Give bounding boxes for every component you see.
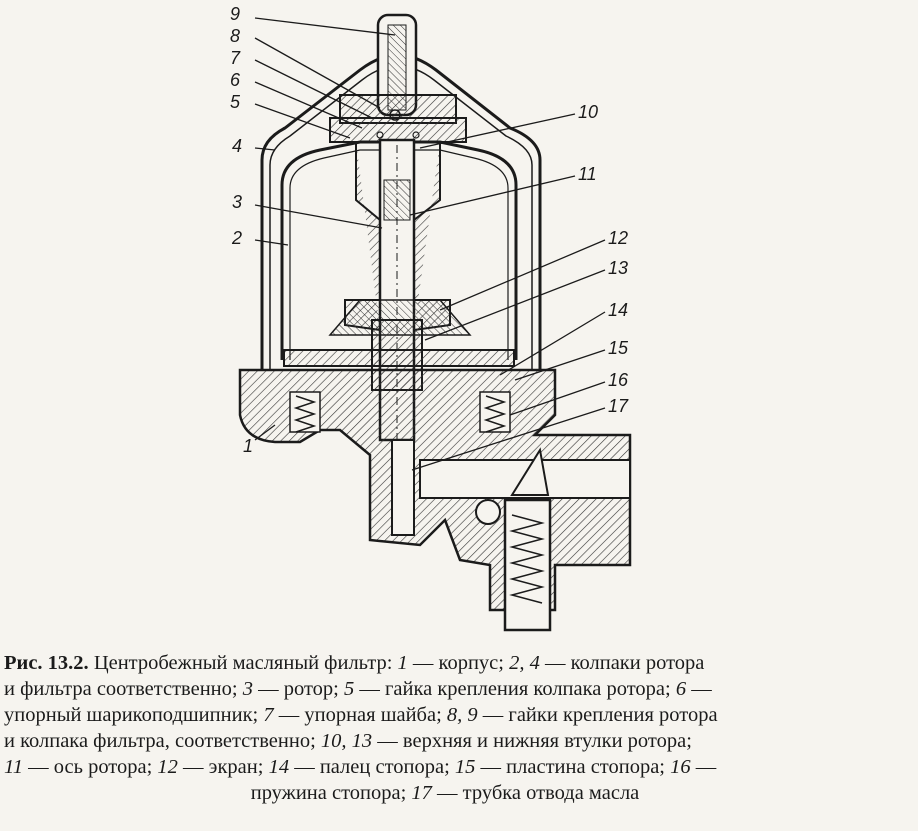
caption-text: — трубка отвода масла xyxy=(431,782,640,804)
caption-text: — xyxy=(686,678,712,700)
filter-assembly xyxy=(238,13,632,632)
caption-text: Центробежный масляный фильтр: xyxy=(88,652,398,674)
label-5: 5 xyxy=(230,92,241,112)
caption-part-number: 5 xyxy=(343,678,355,700)
label-2: 2 xyxy=(231,228,242,248)
caption-part-number: 16 xyxy=(670,756,691,778)
caption-part-number: 11 xyxy=(4,756,23,778)
caption-part-number: 6 xyxy=(675,678,687,700)
caption-text: — пластина стопора; xyxy=(475,756,671,778)
caption-text: и колпака фильтра, соответственно; xyxy=(4,730,321,752)
label-13: 13 xyxy=(608,258,628,278)
technical-drawing: 9 8 7 6 5 4 3 2 1 10 11 12 13 14 15 16 1… xyxy=(230,4,632,632)
caption-part-number: 2, 4 xyxy=(509,652,540,674)
label-4: 4 xyxy=(232,136,242,156)
label-1: 1 xyxy=(243,436,253,456)
caption-part-number: 7 xyxy=(263,704,274,726)
caption-line: и колпака фильтра, соответственно; 10, 1… xyxy=(4,728,886,754)
caption-text: — упорная шайба; xyxy=(273,704,447,726)
caption-prefix: Рис. 13.2. xyxy=(4,652,89,674)
caption-part-number: 17 xyxy=(411,782,432,804)
caption-part-number: 8, 9 xyxy=(446,704,478,726)
caption-line: Рис. 13.2. Центробежный масляный фильтр:… xyxy=(4,650,886,676)
label-14: 14 xyxy=(608,300,628,320)
caption-text: упорный шарикоподшипник; xyxy=(4,704,264,726)
caption-text: — xyxy=(690,756,717,778)
label-11: 11 xyxy=(578,164,597,184)
label-17: 17 xyxy=(608,396,629,416)
screen xyxy=(328,299,472,336)
caption-text: и фильтра соответственно; xyxy=(4,678,243,700)
caption-line: и фильтра соответственно; 3 — ротор; 5 —… xyxy=(4,676,886,702)
caption-text: — ротор; xyxy=(252,678,344,700)
label-7: 7 xyxy=(230,48,241,68)
caption-text: — верхняя и нижняя втулки ротора; xyxy=(372,730,692,752)
caption-part-number: 14 xyxy=(268,756,290,778)
caption-text: — гайки крепления ротора xyxy=(477,704,718,726)
caption-text: — палец стопора; xyxy=(289,756,455,778)
label-10: 10 xyxy=(578,102,598,122)
caption-part-number: 1 xyxy=(397,652,408,674)
caption-line: упорный шарикоподшипник; 7 — упорная шай… xyxy=(4,702,886,728)
leader-lines xyxy=(254,17,606,471)
label-16: 16 xyxy=(608,370,629,390)
caption-part-number: 15 xyxy=(454,756,476,778)
caption-text: — колпаки ротора xyxy=(539,652,705,674)
caption-line: 11 — ось ротора; 12 — экран; 14 — палец … xyxy=(4,754,886,780)
caption-text: — экран; xyxy=(177,756,269,778)
caption-part-number: 3 xyxy=(242,678,253,700)
caption-part-number: 12 xyxy=(157,756,178,778)
part-numbers: 9 8 7 6 5 4 3 2 1 10 11 12 13 14 15 16 1… xyxy=(230,4,629,456)
caption-text: — ось ротора; xyxy=(22,756,158,778)
caption-line: пружина стопора; 17 — трубка отвода масл… xyxy=(4,780,886,806)
caption-text: пружина стопора; xyxy=(250,782,412,804)
label-6: 6 xyxy=(230,70,241,90)
caption-text: — корпус; xyxy=(407,652,510,674)
label-12: 12 xyxy=(608,228,628,248)
caption-text: — гайка крепления колпака ротора; xyxy=(354,678,676,700)
label-15: 15 xyxy=(608,338,629,358)
figure-caption: Рис. 13.2. Центробежный масляный фильтр:… xyxy=(4,650,886,806)
label-3: 3 xyxy=(232,192,242,212)
caption-part-number: 10, 13 xyxy=(320,730,373,752)
label-8: 8 xyxy=(230,26,240,46)
label-9: 9 xyxy=(230,4,240,24)
